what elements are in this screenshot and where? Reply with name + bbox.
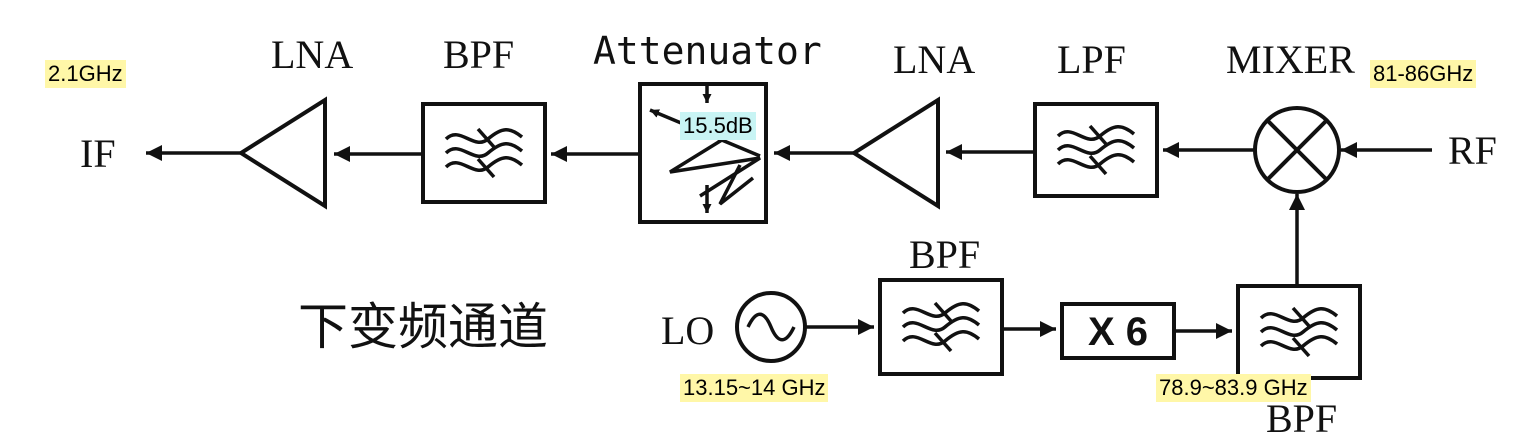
lna-if-symbol (237, 96, 327, 210)
mixer-label: MIXER (1226, 37, 1355, 82)
lo-freq-annotation: 13.15~14 GHz (680, 374, 829, 402)
bpf-lo-block (878, 278, 1004, 376)
bpf-if-block (421, 102, 547, 204)
attenuation-annotation: 15.5dB (680, 112, 756, 140)
oscillator-symbol (735, 291, 807, 363)
lna-rf-label: LNA (893, 37, 975, 82)
lpf-label: LPF (1057, 37, 1126, 82)
bpf-lo-out-block (1236, 284, 1362, 380)
mixer-symbol (1253, 106, 1341, 194)
lpf-block (1033, 102, 1159, 198)
title-label: 下变频通道 (298, 299, 548, 355)
lo-port-label: LO (661, 308, 714, 353)
rf-port-label: RF (1448, 128, 1497, 173)
bpf-lo-out-label: BPF (1266, 396, 1337, 438)
bpf-if-label: BPF (443, 32, 514, 77)
multiplier-label: X 6 (1088, 310, 1148, 354)
lna-if-label: LNA (271, 32, 353, 77)
attenuator-block (638, 82, 768, 224)
lna-rf-symbol (850, 96, 940, 210)
lo-out-freq-annotation: 78.9~83.9 GHz (1156, 374, 1311, 402)
rf-freq-annotation: 81-86GHz (1370, 60, 1477, 88)
bpf-lo-label: BPF (909, 232, 980, 277)
attenuator-label: Attenuator (593, 29, 822, 73)
if-port-label: IF (80, 131, 116, 176)
multiplier-block (1060, 302, 1176, 360)
if-freq-annotation: 2.1GHz (45, 60, 126, 88)
